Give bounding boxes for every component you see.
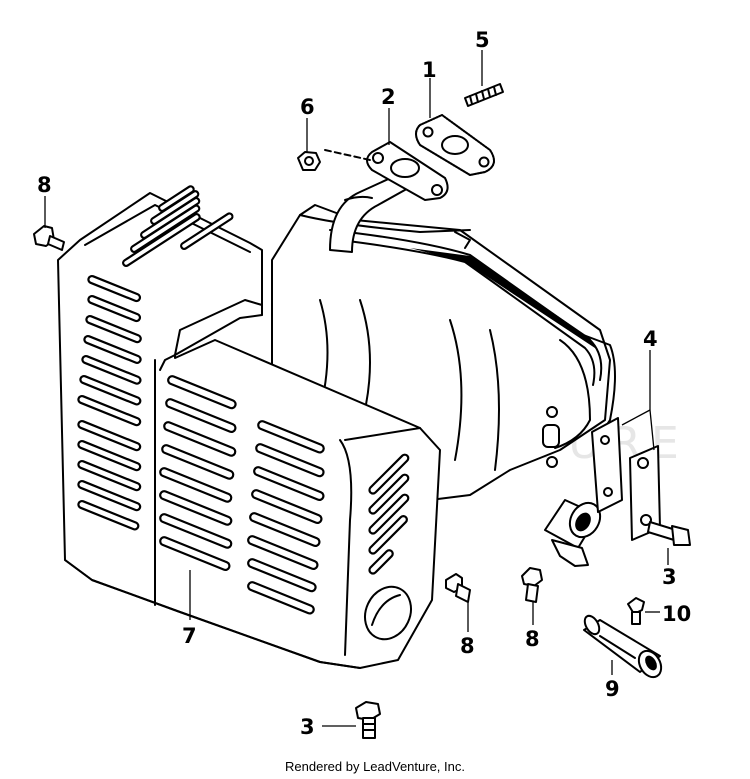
screw-part-10 xyxy=(627,597,645,625)
callout-8-middle: 8 xyxy=(460,634,475,658)
bolt-part-3-right xyxy=(647,521,691,546)
heat-shield-left-slots xyxy=(77,274,142,531)
callout-labels: 1 2 3 3 4 5 6 7 8 8 8 9 10 xyxy=(37,28,691,739)
muffler-outlet xyxy=(544,499,602,567)
bolt-part-8-right xyxy=(521,567,543,603)
callout-8-right: 8 xyxy=(525,627,540,651)
bolt-part-8-left xyxy=(33,225,65,251)
stud-part-5 xyxy=(464,83,504,107)
callout-9: 9 xyxy=(605,677,620,701)
callout-8-left: 8 xyxy=(37,173,52,197)
gasket-part-1 xyxy=(415,114,495,176)
callout-4: 4 xyxy=(643,327,658,351)
heat-shield-top-slots xyxy=(122,185,234,267)
exhaust-pipe-part-2 xyxy=(324,141,449,253)
callout-3-right: 3 xyxy=(662,565,677,589)
callout-1: 1 xyxy=(422,58,437,82)
callout-5: 5 xyxy=(475,28,490,52)
callout-7: 7 xyxy=(182,624,197,648)
callout-10: 10 xyxy=(662,602,691,626)
callout-3-bottom: 3 xyxy=(300,715,315,739)
nut-part-6 xyxy=(297,151,321,171)
footer-credit: Rendered by LeadVenture, Inc. xyxy=(285,759,465,774)
bracket-part-4 xyxy=(591,417,661,541)
callout-2: 2 xyxy=(381,85,396,109)
leader-lines xyxy=(44,50,669,727)
callout-6: 6 xyxy=(300,95,315,119)
bolt-part-3-bottom xyxy=(355,701,381,739)
spark-arrestor-part-9 xyxy=(583,614,663,679)
heat-shield-part-7 xyxy=(57,185,441,669)
bolt-part-8-middle xyxy=(445,573,471,603)
heat-shield-right-slots xyxy=(368,453,410,575)
heat-shield-front-slots xyxy=(159,375,325,615)
